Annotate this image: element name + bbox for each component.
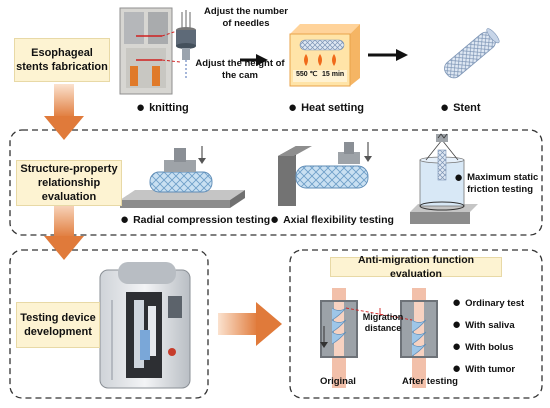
down-arrow-1 <box>44 84 84 140</box>
condition-item: ●With tumor <box>452 360 516 377</box>
oven-temp: 550 ℃ <box>296 71 318 78</box>
friction-label: Maximum static friction testing <box>467 172 539 195</box>
needles-note: Adjust the number of needles <box>204 6 288 29</box>
original-tube-diagram <box>320 288 358 388</box>
device-frame <box>9 249 209 399</box>
stage-fabrication: Esophageal stents fabrication <box>14 38 110 82</box>
condition-item: ●Ordinary test <box>452 294 525 311</box>
evaluation-frame <box>9 129 543 236</box>
axial-flexibility-diagram <box>278 142 372 206</box>
oven-time: 15 min <box>322 71 345 78</box>
oven-icon <box>289 24 360 87</box>
after-testing-label: After testing <box>402 376 458 387</box>
knitting-label: knitting <box>149 102 189 114</box>
cam-note: Adjust the height of the cam <box>195 58 285 81</box>
after-testing-tube-diagram <box>345 288 438 388</box>
original-label: Original <box>320 376 356 387</box>
condition-item: ●With saliva <box>452 316 515 333</box>
radial-caption: ●Radial compression testing <box>120 211 271 228</box>
condition-label: With saliva <box>465 319 515 331</box>
down-arrow-2 <box>44 200 84 260</box>
right-arrow-1 <box>240 54 268 66</box>
axial-caption: ●Axial flexibility testing <box>270 211 394 228</box>
stent-icon <box>444 28 500 79</box>
anti-migration-frame <box>289 249 543 399</box>
testing-device-photo <box>99 262 191 389</box>
knitting-machine-photo <box>119 7 181 95</box>
stage-fabrication-label: Esophageal stents fabrication <box>16 47 108 73</box>
friction-caption: ●Maximum static friction testing <box>454 169 539 195</box>
axial-label: Axial flexibility testing <box>283 214 394 226</box>
anti-migration-title-label: Anti-migration function evaluation <box>357 254 475 280</box>
migration-distance-label: Migration distance <box>362 312 404 333</box>
heat-setting-label: Heat setting <box>301 102 365 114</box>
stage-evaluation: Structure-property relationship evaluati… <box>16 160 122 206</box>
stent-label: Stent <box>453 102 481 114</box>
knitting-caption: ●knitting <box>136 99 189 116</box>
stent-caption: ●Stent <box>440 99 481 116</box>
condition-label: Ordinary test <box>465 297 525 309</box>
right-arrow-orange <box>218 302 282 346</box>
radial-label: Radial compression testing <box>133 214 271 226</box>
heat-setting-caption: ●Heat setting <box>288 99 365 116</box>
anti-migration-title: Anti-migration function evaluation <box>330 254 502 280</box>
condition-label: With tumor <box>465 363 516 375</box>
stage-evaluation-label: Structure-property relationship evaluati… <box>20 163 118 203</box>
stage-device: Testing device development <box>16 302 100 348</box>
stage-device-label: Testing device development <box>20 312 96 338</box>
condition-list: ●Ordinary test ●With saliva ●With bolus … <box>452 292 524 380</box>
right-arrow-2 <box>368 49 408 61</box>
condition-item: ●With bolus <box>452 338 514 355</box>
needle-head-icon <box>176 10 196 78</box>
friction-testing-diagram <box>410 133 478 224</box>
radial-compression-diagram <box>120 146 245 208</box>
condition-label: With bolus <box>465 341 514 353</box>
